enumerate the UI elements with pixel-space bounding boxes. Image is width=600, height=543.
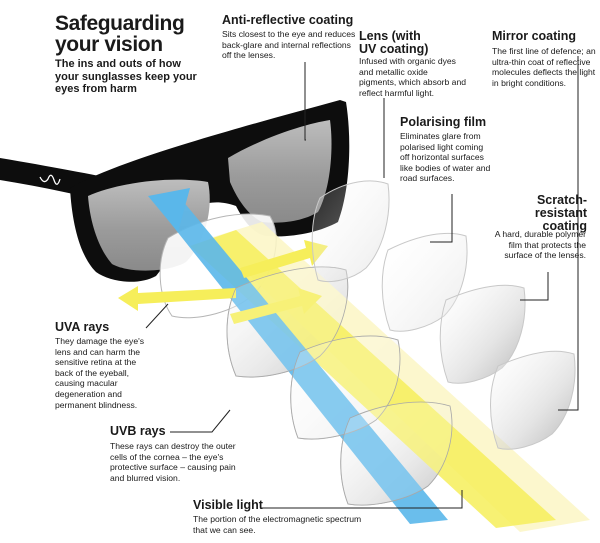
uvb-heading: UVB rays: [110, 424, 166, 438]
uva-heading: UVA rays: [55, 320, 110, 334]
lens-body: Infused with organic dyes and metallic o…: [359, 56, 467, 98]
visible-light-heading: Visible light: [193, 498, 263, 512]
lens-outline-4: [490, 350, 576, 450]
mirror-heading: Mirror coating: [492, 29, 577, 43]
brand-logo-mark: [39, 174, 61, 185]
anti-reflective-heading: Anti-reflective coating: [222, 13, 354, 27]
uvb-ray-arrow: [148, 188, 190, 232]
leader-uvb: [170, 409, 231, 433]
page-subtitle: The ins and outs of how your sunglasses …: [55, 58, 197, 95]
leader-scratch: [520, 272, 549, 301]
polarising-heading: Polarising film: [400, 115, 487, 129]
frame-lens-right: [228, 120, 332, 223]
polarising-film-overlay: [290, 335, 401, 440]
scratch-body: A hard, durable polymer film that protec…: [494, 229, 586, 261]
uva-reflect-arrow-left: [118, 286, 236, 311]
lens-outline-1: [311, 180, 390, 282]
page-title-line1: Safeguarding: [55, 12, 185, 35]
leader-mirror: [558, 56, 579, 411]
leader-polarising: [430, 194, 453, 243]
lens-layer-overlay: [226, 266, 349, 378]
anti-reflective-body: Sits closest to the eye and reduces back…: [222, 29, 356, 61]
lens-heading: Lens (with UV coating): [359, 29, 429, 56]
scratch-heading: Scratch-resistant coating: [534, 193, 587, 233]
leader-uva: [145, 303, 169, 329]
leader-anti-reflective: [304, 62, 306, 141]
page-title-line2: your vision: [55, 33, 163, 56]
polarising-body: Eliminates glare from polarised light co…: [400, 131, 491, 184]
scratch-resistant-overlay: [340, 401, 453, 506]
mirror-body: The first line of defence; an ultra-thin…: [492, 46, 596, 88]
leader-visible: [262, 490, 463, 509]
visible-light-body: The portion of the electromagnetic spect…: [193, 514, 362, 535]
uva-body: They damage the eye's lens and can harm …: [55, 336, 145, 410]
mirror-reflect-arrow-right: [240, 240, 328, 278]
visible-reflect-arrow: [230, 288, 322, 324]
uvb-ray: [160, 200, 448, 524]
uvb-body: These rays can destroy the outer cells o…: [110, 441, 236, 483]
